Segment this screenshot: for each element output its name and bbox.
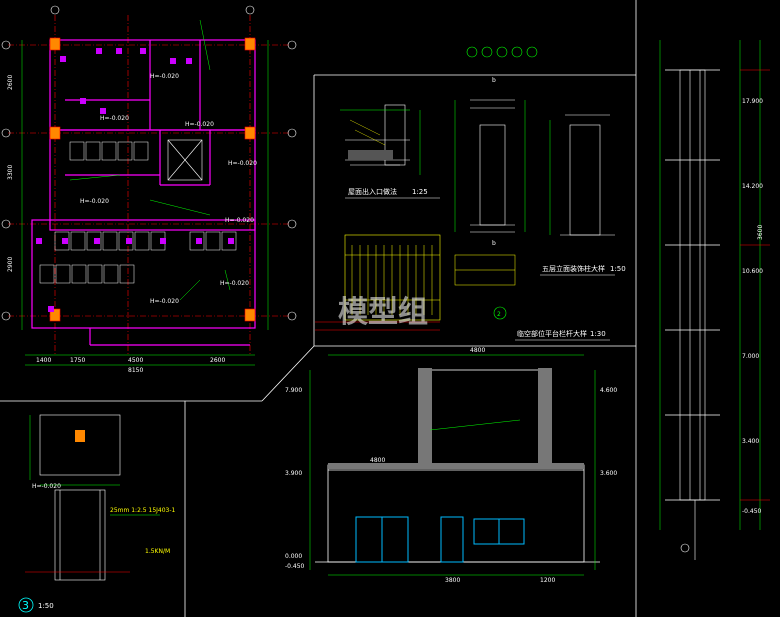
- level-h7: H=-0.020: [220, 280, 249, 287]
- section-level-2: 14.200: [742, 183, 763, 190]
- pillar-detail-title: 五层立面装饰柱大样: [542, 264, 605, 273]
- elev-level-2: 3.900: [285, 470, 302, 477]
- axis-b2-marker: b: [492, 240, 496, 247]
- section-level-6: -0.450: [742, 508, 762, 515]
- elev-dim-b: 4800: [470, 347, 485, 354]
- detail-3-level: H=-0.020: [32, 483, 61, 490]
- elev-dim-c: 3800: [445, 577, 460, 584]
- level-h5: H=-0.020: [80, 198, 109, 205]
- dim-bottom-3: 4500: [128, 357, 143, 364]
- wall-section: 17.900 14.200 10.600 7.000 3.400 -0.450 …: [659, 40, 770, 560]
- axis-b-marker: b: [492, 77, 496, 84]
- detail-3-note-2: 1.5KN/M: [145, 548, 170, 555]
- entrance-detail-scale: 1:25: [412, 188, 428, 196]
- detail-3-marker: 3: [22, 599, 29, 612]
- toilet-floor-plan: 1400 1750 4500 2600 8150 2600 3300 2900 …: [1, 5, 297, 374]
- detail-3-section: 25mm 1:2.5 15J403-1 1.5KN/M H=-0.020 3 1…: [18, 414, 176, 613]
- section-level-3: 10.600: [742, 268, 763, 275]
- roof-entrance-detail: 屋面出入口做法 1:25: [340, 104, 440, 199]
- elev-level-5: 4.600: [600, 387, 617, 394]
- detail-3-scale: 1:50: [38, 602, 54, 610]
- railing-detail: 2 临空部位平台栏杆大样 1:30: [315, 234, 610, 341]
- elev-level-4: -0.450: [285, 563, 305, 570]
- section-level-5: 3.400: [742, 438, 759, 445]
- elev-level-6: 3.600: [600, 470, 617, 477]
- dim-left-1: 2600: [7, 75, 14, 90]
- dim-bottom-4: 2600: [210, 357, 225, 364]
- pillar-detail-scale: 1:50: [610, 265, 626, 273]
- watermark-text: 模型组: [338, 295, 428, 330]
- level-h8: H=-0.020: [225, 217, 254, 224]
- dim-bottom-1: 1400: [36, 357, 51, 364]
- dim-bottom-2: 1750: [70, 357, 85, 364]
- dim-left-2: 3300: [7, 165, 14, 180]
- elev-level-1: 7.900: [285, 387, 302, 394]
- dim-left-3: 2900: [7, 257, 14, 272]
- level-h3: H=-0.020: [100, 115, 129, 122]
- plan-level-labels: H=-0.020 H=-0.020 H=-0.020 H=-0.020 H=-0…: [80, 73, 257, 305]
- level-h2: H=-0.020: [185, 121, 214, 128]
- rooftop-elevation: 7.900 3.900 0.000 -0.450 4.600 3.600 480…: [285, 347, 617, 584]
- elev-dim-a: 4800: [370, 457, 385, 464]
- detail-3-note-1: 25mm 1:2.5 15J403-1: [110, 507, 176, 514]
- sheet-frame: [0, 0, 637, 617]
- elev-level-3: 0.000: [285, 553, 302, 560]
- level-h6: H=-0.020: [150, 298, 179, 305]
- level-h1: H=-0.020: [150, 73, 179, 80]
- section-level-4: 7.000: [742, 353, 759, 360]
- level-h4: H=-0.020: [228, 160, 257, 167]
- entrance-detail-title: 屋面出入口做法: [348, 187, 397, 196]
- section-dim: 3600: [757, 225, 764, 240]
- detail-2-marker: 2: [497, 311, 501, 318]
- railing-detail-scale: 1:30: [590, 330, 606, 338]
- plan-dimension-labels: 1400 1750 4500 2600 8150 2600 3300 2900: [7, 75, 225, 374]
- railing-detail-title: 临空部位平台栏杆大样: [517, 329, 587, 338]
- section-level-1: 17.900: [742, 98, 763, 105]
- decorative-pillar-detail: b b 五层立面装饰柱大样 1:50: [454, 46, 626, 276]
- elev-dim-d: 1200: [540, 577, 555, 584]
- dim-bottom-total: 8150: [128, 367, 143, 374]
